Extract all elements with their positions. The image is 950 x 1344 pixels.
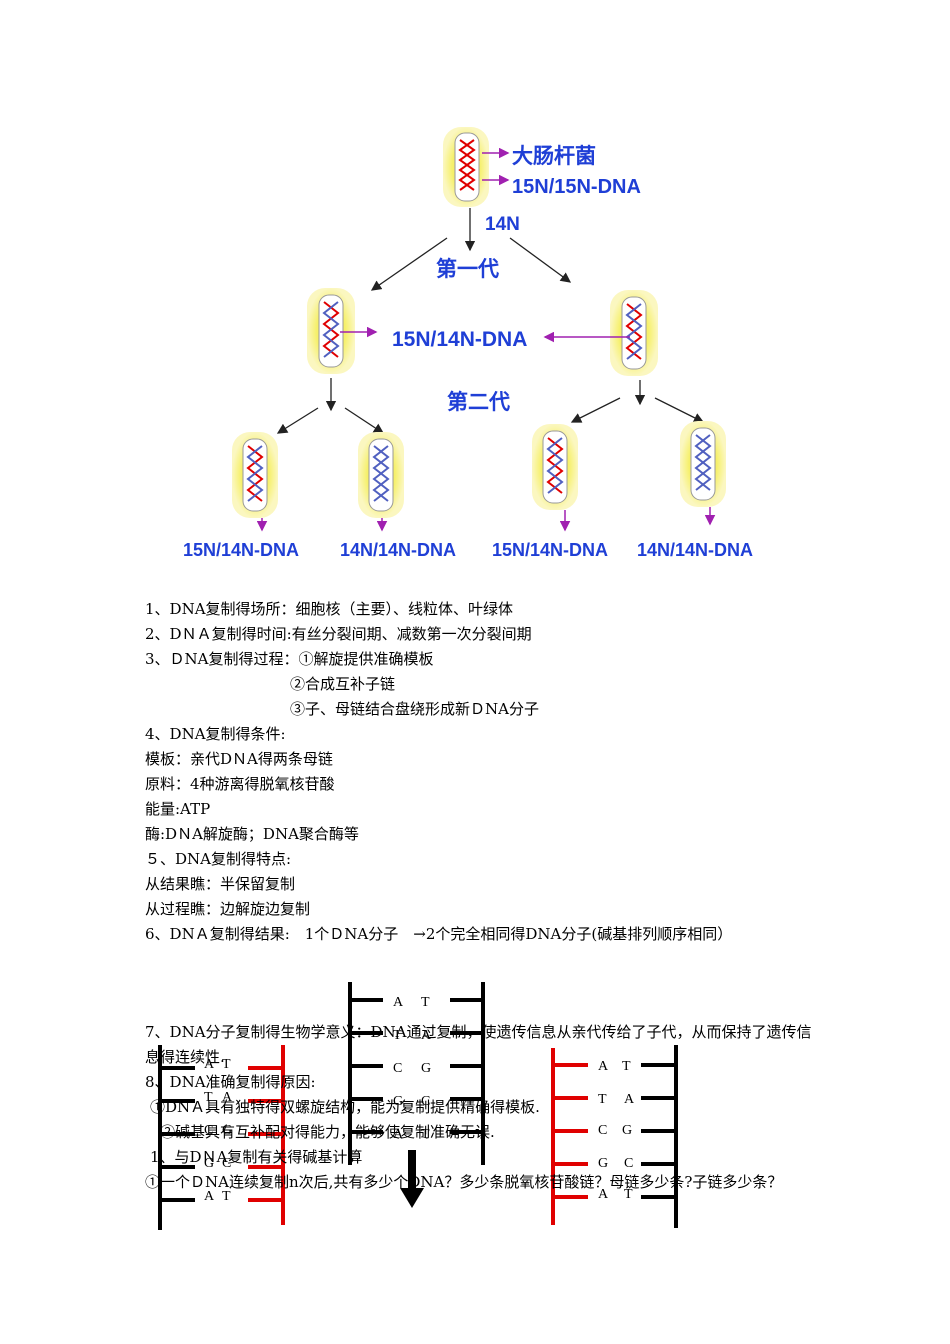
text-line-8b: ②碱基具有互补配对得能力，能够使复制准确无误. <box>160 1123 495 1141</box>
text-line-7: 7、DNA分子复制得生物学意义：DNA通过复制，使遗传信息从亲代传给了子代，从而… <box>145 1023 812 1066</box>
text-line-9: 1、与DＮA复制有关得碱基计算 <box>150 1148 363 1166</box>
base-letter: T <box>222 1189 231 1204</box>
base-letter: G <box>421 1061 431 1076</box>
base-letter: C <box>598 1123 607 1138</box>
base-letter: C <box>222 1156 231 1171</box>
base-letter: A <box>624 1092 635 1107</box>
base-letter: G <box>598 1156 608 1171</box>
base-letter: T <box>393 1028 402 1043</box>
text-line-8a: ①DNＡ具有独特得双螺旋结构，能为复制提供精确得模板. <box>150 1098 540 1116</box>
gen1-right-cell <box>610 290 658 376</box>
text-line-9a: ①一个ＤNA连续复制n次后,共有多少个DNA？多少条脱氧核苷酸链？母链多少条?子… <box>145 1173 783 1191</box>
base-letter: G <box>393 1094 403 1109</box>
text-line-4: 4、DNA复制得条件: <box>145 725 286 743</box>
gen2-dna-label-3: 15N/14N-DNA <box>492 540 608 560</box>
gen2-dna-label-2: 14N/14N-DNA <box>340 540 456 560</box>
down-arrow <box>400 1150 424 1208</box>
gen2-dna-label-4: 14N/14N-DNA <box>637 540 753 560</box>
gen2-cell-3 <box>532 424 578 510</box>
text-line-5a: 从结果瞧：半保留复制 <box>145 875 296 893</box>
gen2-label: 第二代 <box>447 390 510 414</box>
text-line-5b: 从过程瞧：边解旋边复制 <box>145 900 311 918</box>
gen2-cell-1 <box>232 432 278 518</box>
text-line-6: 6、DNＡ复制得结果: 1个ＤNA分子 →2个完全相同得DNA分子(碱基排列顺序… <box>145 925 733 943</box>
base-letter: G <box>204 1156 214 1171</box>
gen1-label: 第一代 <box>436 257 499 281</box>
base-letter: T <box>598 1092 607 1107</box>
gen2-dna-label-1: 15N/14N-DNA <box>183 540 299 560</box>
base-letter: A <box>204 1057 215 1072</box>
base-letter: T <box>624 1187 633 1202</box>
medium-label: 14N <box>485 214 520 235</box>
text-line-5: ５、DNA复制得特点: <box>145 850 292 868</box>
base-letter: A <box>393 995 404 1010</box>
text-line-4c: 能量:ATP <box>145 800 211 818</box>
text-line-4b: 原料：4种游离得脱氧核苷酸 <box>145 775 335 793</box>
base-letter: C <box>393 1061 402 1076</box>
base-letter: T <box>204 1090 213 1105</box>
text-line-8: 8、DNA准确复制得原因: <box>145 1073 316 1091</box>
base-letter: A <box>393 1127 404 1142</box>
base-letter: G <box>222 1123 232 1138</box>
base-letter: C <box>624 1156 633 1171</box>
base-letter: C <box>204 1123 213 1138</box>
ecoli-label: 大肠杆菌 <box>512 144 596 168</box>
base-letter: A <box>598 1059 609 1074</box>
text-line-3b: ②合成互补子链 <box>290 675 396 693</box>
base-letter: A <box>421 1028 432 1043</box>
parent-dna-label: 15N/15N-DNA <box>512 176 641 198</box>
base-letter: A <box>598 1187 609 1202</box>
parent-cell <box>443 127 489 207</box>
gen2-cell-4 <box>680 421 726 507</box>
text-line-4a: 模板：亲代DＮA得两条母链 <box>145 750 333 768</box>
text-line-1: 1、DNA复制得场所：细胞核（主要）、线粒体、叶绿体 <box>145 600 514 618</box>
base-letter: T <box>421 1127 430 1142</box>
base-letter: A <box>204 1189 215 1204</box>
gen2-cell-2 <box>358 432 404 518</box>
gen1-left-cell <box>307 288 355 374</box>
gen1-dna-label: 15N/14N-DNA <box>392 328 527 351</box>
base-letter: T <box>622 1059 631 1074</box>
text-line-4d: 酶:DＮA解旋酶；DNA聚合酶等 <box>145 825 359 843</box>
text-line-2: 2、DＮＡ复制得时间:有丝分裂间期、减数第一次分裂间期 <box>145 625 532 643</box>
ladder-center: A T T A C G G C A T <box>348 982 485 1165</box>
text-line-3: 3、ＤNA复制得过程：①解旋提供准确模板 <box>145 650 434 668</box>
base-letter: C <box>421 1094 430 1109</box>
base-letter: A <box>222 1090 233 1105</box>
base-letter: G <box>622 1123 632 1138</box>
base-letter: T <box>222 1057 231 1072</box>
base-letter: T <box>421 995 430 1010</box>
text-line-3c: ③子、母链结合盘绕形成新ＤNA分子 <box>290 700 539 718</box>
